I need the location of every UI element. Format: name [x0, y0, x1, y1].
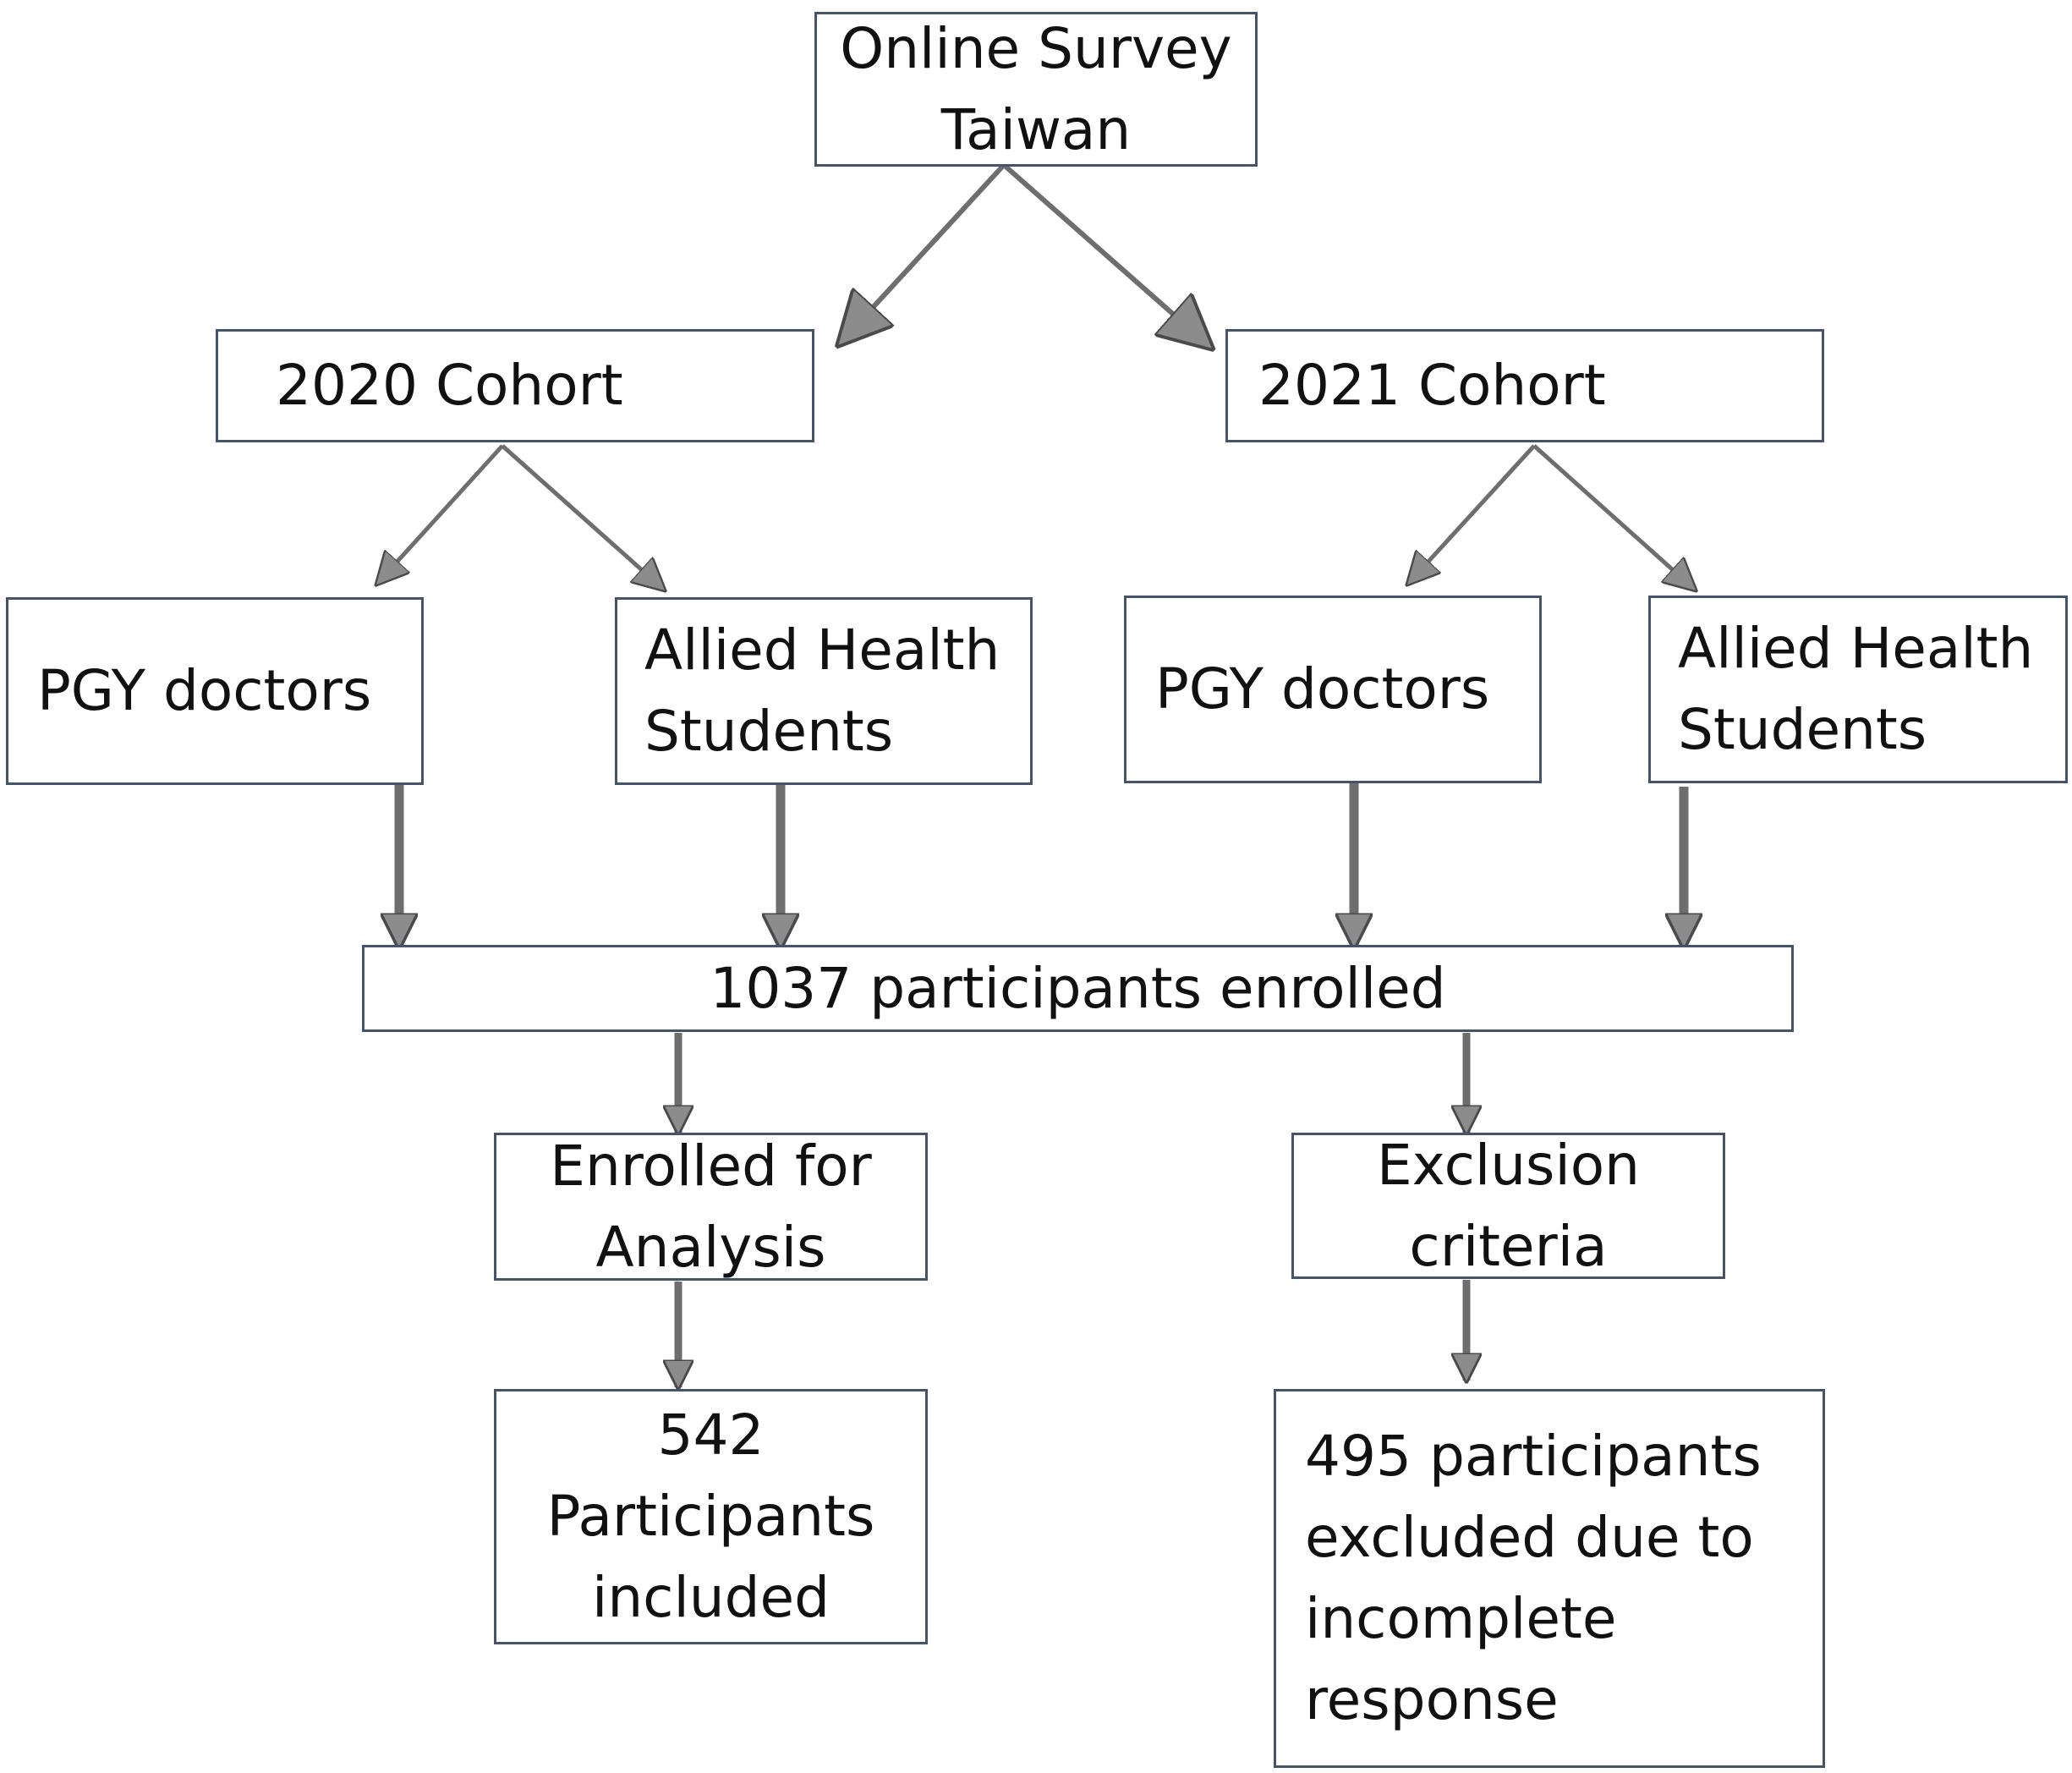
arrow-2021-cohort-to-allied: [1532, 444, 1695, 590]
node-included-line-1: 542: [657, 1402, 765, 1468]
node-allied-health-2021-line-1: Allied Health: [1678, 616, 2034, 681]
node-pgy-doctors-2021-label: PGY doctors: [1155, 656, 1490, 722]
node-included-line-3: included: [591, 1565, 830, 1630]
node-cohort-2021: 2021 Cohort: [1225, 329, 1824, 442]
node-allied-health-2020: Allied Health Students: [615, 597, 1033, 785]
node-excluded-line-2: excluded due to: [1305, 1505, 1754, 1570]
node-included-line-2: Participants: [546, 1484, 875, 1549]
node-cohort-2020: 2020 Cohort: [216, 329, 814, 442]
node-pgy-doctors-2021: PGY doctors: [1124, 596, 1542, 783]
arrow-2021-cohort-to-pgy: [1408, 444, 1536, 584]
node-enrolled-for-analysis-line-2: Analysis: [595, 1214, 826, 1280]
node-exclusion-criteria: Exclusion criteria: [1291, 1133, 1725, 1279]
node-pgy-doctors-2020-label: PGY doctors: [37, 658, 372, 723]
node-online-survey-line-1: Online Survey: [840, 15, 1232, 81]
node-enrolled-for-analysis: Enrolled for Analysis: [494, 1133, 928, 1281]
node-cohort-2020-label: 2020 Cohort: [276, 353, 623, 418]
node-excluded: 495 participants excluded due to incompl…: [1274, 1389, 1825, 1768]
arrow-survey-to-2020-cohort: [840, 162, 1006, 343]
node-allied-health-2020-line-2: Students: [644, 699, 894, 764]
node-excluded-line-3: incomplete: [1305, 1586, 1617, 1651]
arrow-2020-cohort-to-allied: [501, 444, 664, 590]
node-online-survey-line-2: Taiwan: [940, 96, 1132, 162]
node-enrolled-total: 1037 participants enrolled: [362, 945, 1794, 1032]
node-included: 542 Participants included: [494, 1389, 928, 1644]
node-excluded-line-1: 495 participants: [1305, 1424, 1762, 1489]
node-enrolled-for-analysis-line-1: Enrolled for: [550, 1133, 872, 1199]
node-exclusion-criteria-line-2: criteria: [1409, 1213, 1608, 1279]
node-enrolled-total-label: 1037 participants enrolled: [710, 955, 1446, 1021]
node-excluded-line-4: response: [1305, 1667, 1559, 1732]
node-allied-health-2021-line-2: Students: [1678, 697, 1927, 762]
node-exclusion-criteria-line-1: Exclusion: [1377, 1132, 1640, 1198]
node-allied-health-2021: Allied Health Students: [1648, 596, 2068, 783]
arrow-2020-cohort-to-pgy: [377, 444, 504, 584]
node-cohort-2021-label: 2021 Cohort: [1258, 353, 1606, 418]
arrow-survey-to-2021-cohort: [1002, 162, 1210, 347]
node-pgy-doctors-2020: PGY doctors: [6, 597, 424, 785]
node-online-survey: Online Survey Taiwan: [814, 12, 1258, 167]
node-allied-health-2020-line-1: Allied Health: [644, 618, 1000, 683]
